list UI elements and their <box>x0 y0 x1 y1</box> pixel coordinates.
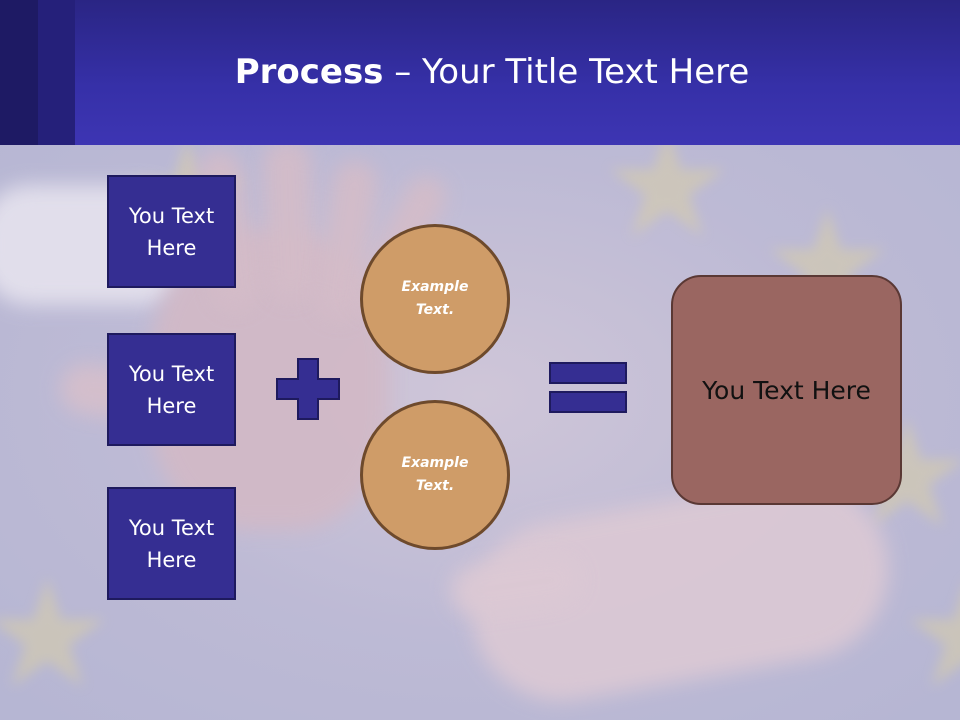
slide-title[interactable]: Process – Your Title Text Here <box>0 52 960 92</box>
text-box-2[interactable]: You Text Here <box>107 333 236 446</box>
title-bar: Process – Your Title Text Here <box>0 0 960 145</box>
example-circle-2[interactable]: Example Text. <box>360 400 510 550</box>
text-box-label: You Text Here <box>128 203 215 260</box>
result-label: You Text Here <box>702 375 871 405</box>
text-box-3[interactable]: You Text Here <box>107 487 236 600</box>
text-box-label: You Text Here <box>128 515 215 572</box>
example-circle-1[interactable]: Example Text. <box>360 224 510 374</box>
title-bold: Process <box>234 52 384 92</box>
equals-bar-top <box>549 362 627 384</box>
text-box-label: You Text Here <box>128 361 215 418</box>
circle-label: Example Text. <box>401 279 469 318</box>
plus-icon[interactable] <box>276 358 340 420</box>
star-decoration: ★ <box>900 560 960 710</box>
equals-bar-bottom <box>549 391 627 413</box>
star-decoration: ★ <box>0 548 115 720</box>
title-rest: – Your Title Text Here <box>383 52 750 92</box>
text-box-1[interactable]: You Text Here <box>107 175 236 288</box>
header-accent-strip <box>38 0 75 145</box>
header-accent-strip <box>0 0 38 145</box>
circle-label: Example Text. <box>401 455 469 494</box>
result-box[interactable]: You Text Here <box>671 275 902 505</box>
